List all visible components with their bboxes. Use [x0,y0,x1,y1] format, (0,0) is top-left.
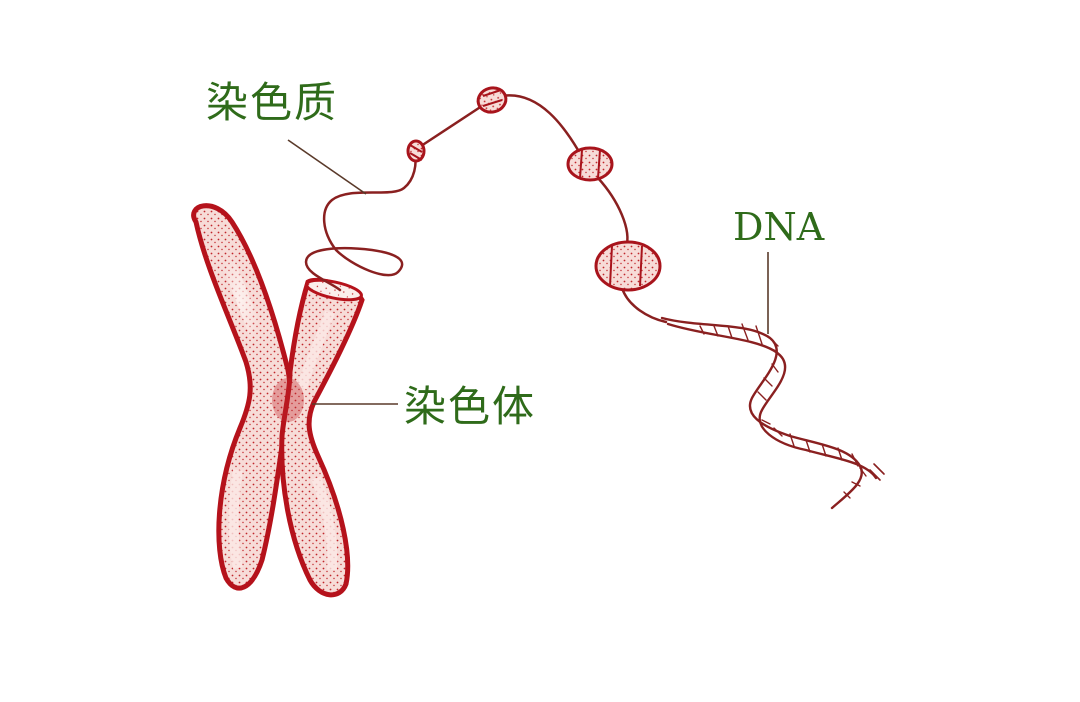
dna-helix [660,316,885,510]
chromosome-shape [191,203,365,598]
linker-2 [500,94,580,152]
linker-4 [620,286,668,324]
chromatin-label: 染色质 [206,78,339,127]
linker-3 [596,176,629,250]
chromatin-fiber [304,94,668,324]
chromosome-label: 染色体 [404,382,537,431]
nucleosome-beads [406,86,662,292]
nucleosome-3 [566,146,614,182]
chromatin-strand [304,148,417,292]
chromatid-right [279,277,365,598]
linker-1 [416,100,490,150]
dna-label: DNA [733,205,825,249]
chromatid-left [191,203,293,591]
leader-chromatin [287,139,367,195]
nucleosome-2 [476,86,508,114]
nucleosome-4 [594,240,662,292]
dna-base-pairs [699,323,867,499]
dna-strand-b [666,322,878,480]
leader-lines [287,139,769,405]
nucleosome-1 [406,139,426,163]
